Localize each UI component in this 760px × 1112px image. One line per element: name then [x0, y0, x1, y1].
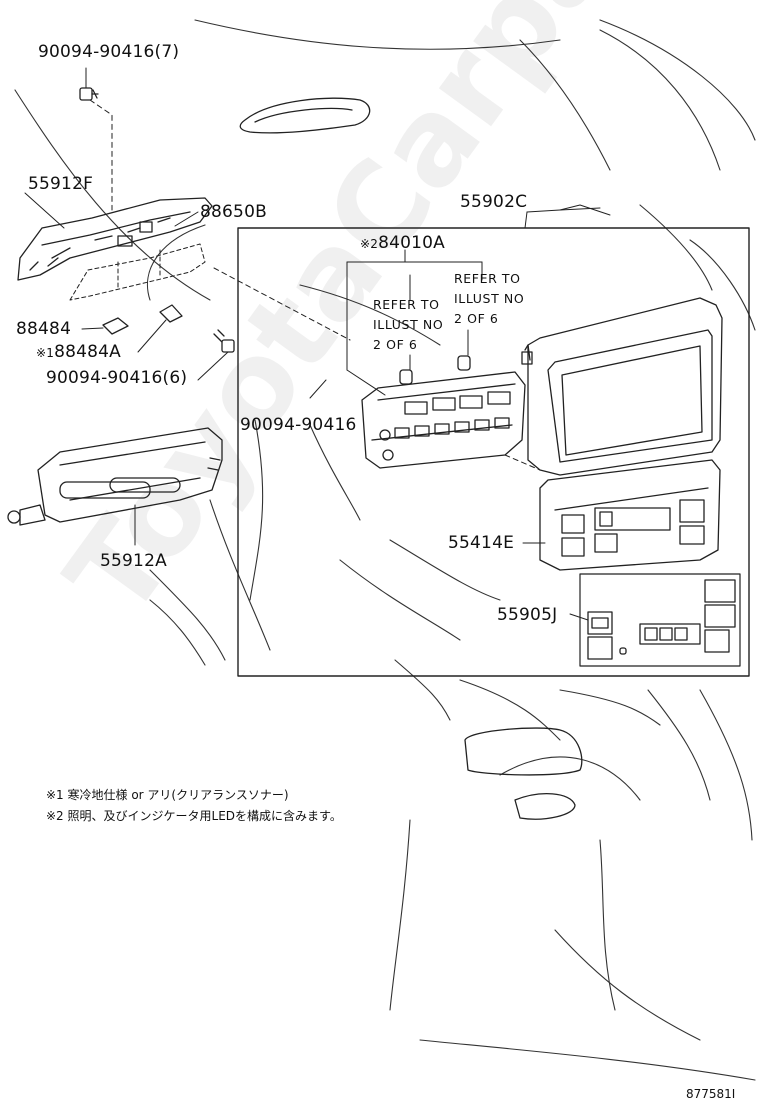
switch-leaders	[346, 249, 483, 396]
footnote-mark-2: ※2	[360, 237, 379, 251]
lower-pocket	[464, 727, 583, 820]
screw-7-drawing	[79, 67, 99, 101]
panel-55902c-drawing	[521, 297, 723, 476]
part-label-55905j: 55905J	[497, 605, 558, 625]
bracket-55912f-drawing	[17, 197, 213, 281]
refer-line: REFER TO	[373, 297, 440, 312]
screw-6-drawing	[213, 329, 235, 353]
refer-line: 2 OF 6	[373, 337, 418, 352]
part-number-84010a: 84010A	[378, 233, 446, 253]
part-number-88484a: 88484A	[54, 342, 122, 362]
part-label-screw: 90094-90416	[240, 415, 357, 435]
vent-opening	[239, 97, 371, 134]
footnote-1: ※1 寒冷地仕様 or アリ(クリアランスソナー)	[46, 788, 289, 802]
part-label-55902c: 55902C	[460, 192, 528, 212]
dashboard-outline	[14, 19, 756, 1081]
knobs-55905j-drawing	[587, 579, 736, 660]
led-bulbs	[399, 355, 471, 385]
refer-line: 2 OF 6	[454, 311, 499, 326]
refer-line: ILLUST NO	[373, 317, 444, 332]
part-label-88484a: ※188484A	[36, 344, 121, 361]
refer-note-right: REFER TO ILLUST NO 2 OF 6	[454, 269, 524, 329]
part-label-88484: 88484	[16, 319, 72, 339]
knobs-box	[579, 573, 741, 667]
part-label-screw-6: 90094-90416(6)	[46, 368, 188, 388]
refer-note-left: REFER TO ILLUST NO 2 OF 6	[373, 295, 443, 355]
assembly-frame	[237, 227, 750, 677]
tray-55912a-drawing	[7, 427, 223, 526]
part-label-55912a: 55912A	[100, 551, 167, 571]
diagram-id: 877581I	[686, 1087, 736, 1101]
bezel-55414e-drawing	[539, 459, 721, 571]
footnote-2: ※2 照明、及びインジケータ用LEDを構成に含みます。	[46, 809, 342, 823]
refer-line: ILLUST NO	[454, 291, 525, 306]
part-label-84010a: ※284010A	[360, 235, 445, 252]
part-label-55912f: 55912F	[28, 174, 94, 194]
footnote-mark-1: ※1	[36, 346, 55, 360]
part-label-screw-7: 90094-90416(7)	[38, 42, 180, 62]
bracket-88650b-drawing	[69, 243, 206, 301]
part-label-88650b: 88650B	[200, 202, 267, 222]
refer-line: REFER TO	[454, 271, 521, 286]
switch-84010a-drawing	[361, 371, 526, 469]
part-label-55414e: 55414E	[448, 533, 515, 553]
sensor-drawing	[102, 304, 183, 335]
